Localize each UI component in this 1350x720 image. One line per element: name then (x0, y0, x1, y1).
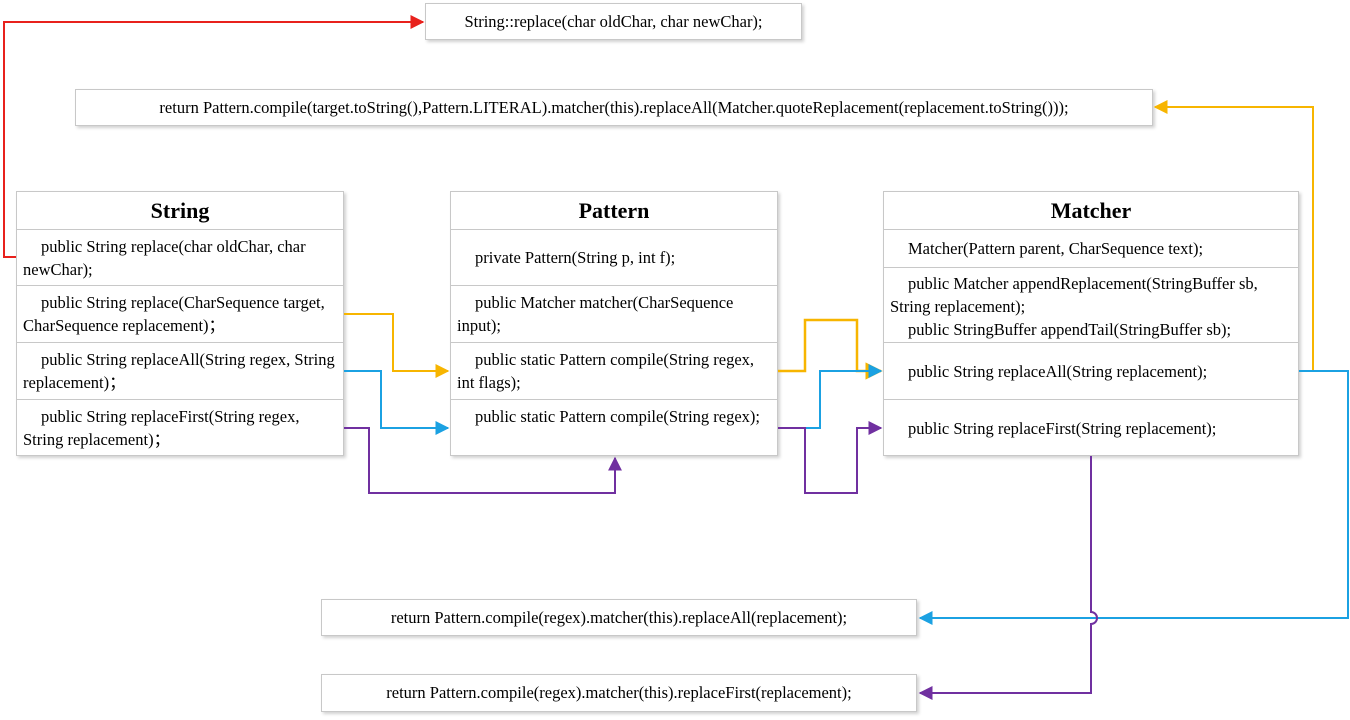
pattern-method-matcher: public Matcher matcher(CharSequence inpu… (451, 286, 777, 343)
arrow-yellow-to-compile-flags (344, 313, 450, 378)
arrow-yellow-to-matcher-replaceall (778, 318, 883, 380)
arrow-purple-to-replacefirst-note (918, 456, 1098, 700)
pattern-method-constructor-text: private Pattern(String p, int f); (475, 248, 676, 267)
pattern-class-box: Pattern private Pattern(String p, int f)… (450, 191, 778, 456)
note-replace-first-text: return Pattern.compile(regex).matcher(th… (386, 683, 852, 702)
matcher-class-box: Matcher Matcher(Pattern parent, CharSequ… (883, 191, 1299, 456)
note-char-replace-text: String::replace(char oldChar, char newCh… (464, 11, 763, 31)
pattern-class-title: Pattern (451, 192, 777, 230)
matcher-method-replacefirst-text: public String replaceFirst(String replac… (908, 419, 1217, 438)
string-class-title: String (17, 192, 343, 230)
arrow-blue-to-compile (344, 370, 450, 435)
string-class-box: String public String replace(char oldCha… (16, 191, 344, 456)
pattern-method-constructor: private Pattern(String p, int f); (451, 230, 777, 286)
matcher-method-replaceall: public String replaceAll(String replacem… (884, 343, 1298, 400)
matcher-method-append: public Matcher appendReplacement(StringB… (884, 268, 1298, 343)
arrow-blue-to-matcher-replaceall (778, 364, 883, 429)
matcher-method-replaceall-text: public String replaceAll(String replacem… (908, 361, 1208, 381)
arrow-purple-to-matcher-replacefirst (778, 421, 883, 494)
string-method-replacefirst: public String replaceFirst(String regex,… (23, 407, 300, 449)
string-method-replace-char: public String replace(char oldChar, char… (17, 230, 343, 286)
note-replace-first: return Pattern.compile(regex).matcher(th… (321, 674, 917, 712)
matcher-method-append-tail: public StringBuffer appendTail(StringBuf… (908, 320, 1232, 339)
matcher-method-constructor: Matcher(Pattern parent, CharSequence tex… (884, 230, 1298, 268)
note-replace-all: return Pattern.compile(regex).matcher(th… (321, 599, 917, 636)
matcher-method-constructor-text: Matcher(Pattern parent, CharSequence tex… (908, 239, 1204, 258)
pattern-method-compile: public static Pattern compile(String reg… (475, 407, 761, 426)
string-method-replaceall: public String replaceAll(String regex, S… (17, 343, 343, 400)
note-literal-replace-text: return Pattern.compile(target.toString()… (159, 97, 1069, 117)
pattern-method-compile-flags: public static Pattern compile(String reg… (451, 343, 777, 400)
string-method-replace-charsequence: public String replace(CharSequence targe… (17, 286, 343, 343)
matcher-method-replacefirst: public String replaceFirst(String replac… (884, 400, 1298, 457)
note-replace-all-text: return Pattern.compile(regex).matcher(th… (390, 607, 848, 627)
matcher-method-append-replacement: public Matcher appendReplacement(StringB… (890, 274, 1258, 316)
note-char-replace: String::replace(char oldChar, char newCh… (425, 3, 802, 40)
note-literal-replace: return Pattern.compile(target.toString()… (75, 89, 1153, 126)
matcher-class-title: Matcher (884, 192, 1298, 230)
